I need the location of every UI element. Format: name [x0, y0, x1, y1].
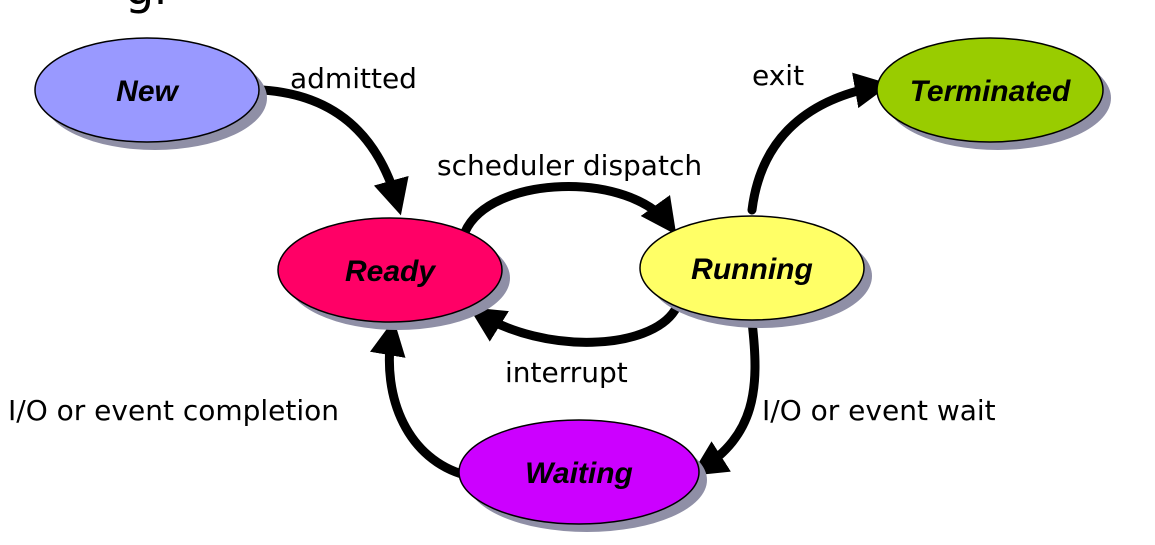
- transition-labels: admitted exit scheduler dispatch interru…: [8, 59, 996, 427]
- io-completion-label: I/O or event completion: [8, 394, 339, 427]
- scheduler-dispatch-arrow: [460, 182, 677, 237]
- admitted-label: admitted: [290, 62, 417, 95]
- state-terminated: Terminated: [876, 37, 1111, 150]
- title-fragment-bar: [430, 0, 720, 8]
- state-terminated-label: Terminated: [910, 75, 1071, 108]
- io-completion-arrow: [370, 319, 470, 480]
- io-wait-arrow: [690, 317, 760, 476]
- state-running-label: Running: [691, 253, 813, 286]
- state-ready: Ready: [277, 217, 510, 330]
- title-fragment: gr: [125, 0, 173, 15]
- transitions: [257, 72, 891, 480]
- admitted-arrow: [257, 85, 409, 216]
- state-ready-label: Ready: [345, 255, 436, 288]
- state-waiting: Waiting: [458, 419, 707, 532]
- state-new-label: New: [116, 75, 179, 108]
- io-wait-label: I/O or event wait: [762, 394, 996, 427]
- state-running-ellipse: [639, 215, 865, 321]
- state-running: Running: [639, 215, 872, 328]
- state-waiting-label: Waiting: [525, 457, 633, 490]
- exit-arrow: [747, 72, 891, 215]
- state-waiting-ellipse: [458, 419, 700, 525]
- state-terminated-ellipse: [876, 37, 1104, 143]
- scheduler-dispatch-label: scheduler dispatch: [437, 149, 702, 182]
- interrupt-label: interrupt: [505, 356, 628, 389]
- state-new: New: [34, 37, 267, 150]
- interrupt-arrow: [468, 305, 680, 347]
- state-ready-ellipse: [277, 217, 503, 323]
- state-new-ellipse: [34, 37, 260, 143]
- exit-label: exit: [752, 59, 804, 92]
